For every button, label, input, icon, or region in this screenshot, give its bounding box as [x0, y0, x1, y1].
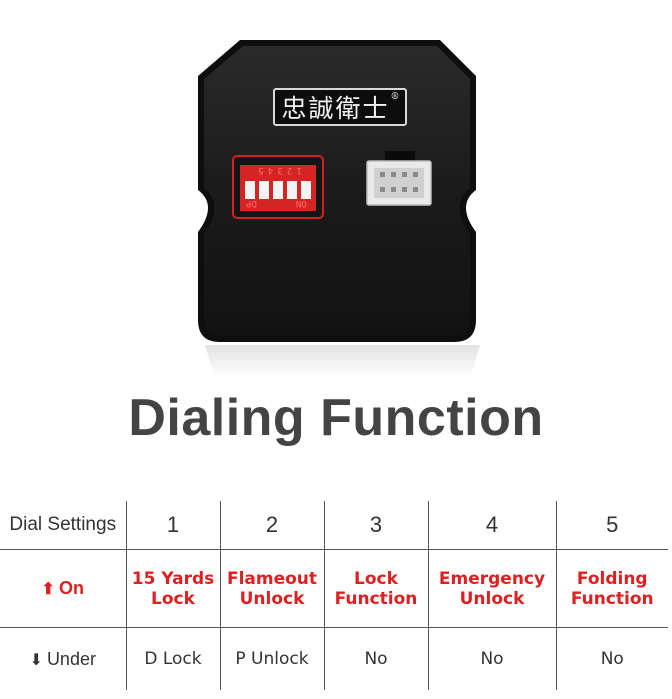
column-header: 1 [125, 501, 221, 550]
brand-text: 忠誠衛士 [281, 94, 390, 123]
table-cell: No [323, 627, 429, 690]
page-title: Dialing Function [128, 389, 544, 447]
header-label: Dial Settings [0, 501, 127, 550]
dip-number-labels: 1 2 3 4 5 [240, 163, 320, 175]
table-cell: D Lock [125, 627, 221, 690]
table-cell: Emergency Unlock [427, 549, 557, 628]
table-cell: 15 Yards Lock [125, 549, 221, 628]
table-cell: Lock Function [323, 549, 429, 628]
cell-line: Function [570, 588, 654, 609]
cell-line: Lock [151, 588, 195, 609]
registered-mark: ® [390, 92, 400, 102]
under-row-label: ⬇Under [0, 627, 127, 690]
column-header: 2 [219, 501, 325, 550]
table-cell: No [427, 627, 557, 690]
dip-number: 1 [296, 165, 302, 175]
column-header: 4 [427, 501, 557, 550]
connector-pins [380, 172, 418, 192]
dip-number: 4 [267, 165, 274, 175]
dip-on-text: ON [296, 198, 307, 208]
connector-latch [385, 151, 415, 161]
dip-number: 5 [258, 165, 264, 175]
down-arrow-icon: ⬇ [29, 651, 43, 669]
cell-line: Emergency [438, 568, 546, 589]
device-reflection [205, 345, 480, 378]
table-row-on: ⬆On 15 Yards Lock Flameout Unlock Lock F… [0, 549, 668, 628]
cell-line: 15 Yards [131, 568, 215, 589]
cell-line: Folding [576, 568, 648, 589]
under-label-text: Under [46, 648, 96, 669]
dip-switch-toggles [245, 181, 311, 199]
device-graphic [198, 40, 480, 378]
cell-line: Function [334, 588, 418, 609]
table-header-row: Dial Settings 1 2 3 4 5 [0, 501, 668, 550]
table-cell: Flameout Unlock [219, 549, 325, 628]
brand-label: 忠誠衛士® [273, 88, 407, 126]
column-header: 3 [323, 501, 429, 550]
cell-line: Unlock [239, 588, 305, 609]
dip-number: 2 [286, 165, 293, 175]
up-arrow-icon: ⬆ [41, 581, 55, 598]
table-cell: No [555, 627, 668, 690]
table-cell: P Unlock [219, 627, 325, 690]
on-label-text: On [58, 578, 84, 598]
dip-dp-text: DP [246, 198, 257, 208]
cell-line: Unlock [459, 588, 525, 609]
device-image: 忠誠衛士® 1 2 3 4 5 DP ON [198, 40, 480, 378]
table-cell: Folding Function [555, 549, 668, 628]
dial-settings-table: Dial Settings 1 2 3 4 5 ⬆On 15 Yards Loc… [0, 501, 668, 690]
dip-number: 3 [277, 165, 283, 175]
table-row-under: ⬇Under D Lock P Unlock No No No [0, 627, 668, 690]
cell-line: Lock [354, 568, 398, 589]
on-row-label: ⬆On [0, 549, 127, 628]
cell-line: Flameout [226, 568, 318, 589]
column-header: 5 [555, 501, 668, 550]
